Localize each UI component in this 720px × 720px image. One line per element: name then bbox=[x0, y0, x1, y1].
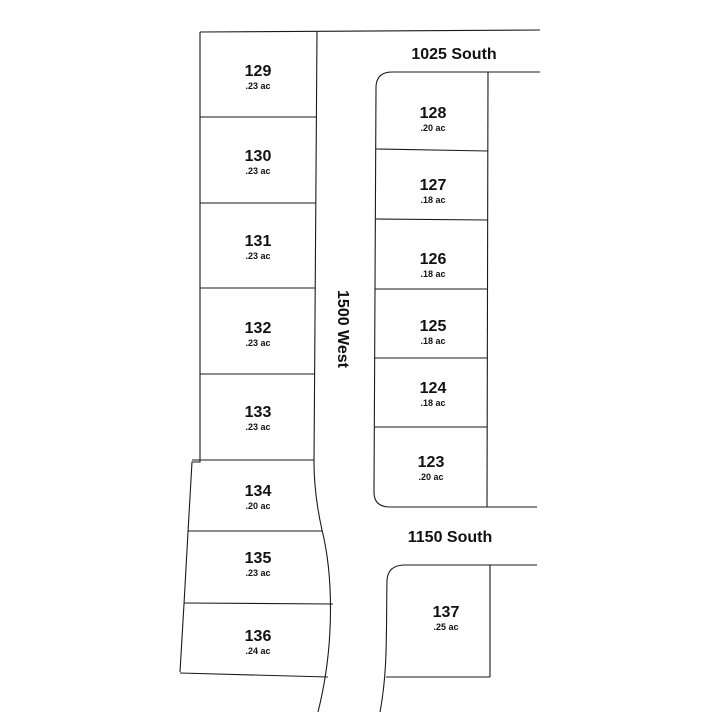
lot-131[interactable]: 131 .23 ac bbox=[245, 233, 272, 261]
lot-128[interactable]: 128 .20 ac bbox=[420, 105, 447, 133]
lot-number: 136 bbox=[245, 628, 272, 645]
lot-132[interactable]: 132 .23 ac bbox=[245, 320, 272, 348]
street-label-1150-south: 1150 South bbox=[408, 529, 492, 546]
lot-area: .23 ac bbox=[245, 81, 270, 91]
lot-number: 127 bbox=[420, 177, 447, 194]
lot-area: .23 ac bbox=[245, 251, 270, 261]
lot-number: 125 bbox=[420, 318, 447, 335]
lot-124[interactable]: 124 .18 ac bbox=[420, 380, 447, 408]
lot-number: 135 bbox=[245, 550, 272, 567]
lot-area: .18 ac bbox=[420, 269, 445, 279]
lot-130[interactable]: 130 .23 ac bbox=[245, 148, 272, 176]
lot-125[interactable]: 125 .18 ac bbox=[420, 318, 447, 346]
lot-134[interactable]: 134 .20 ac bbox=[245, 483, 272, 511]
street-label-1025-south: 1025 South bbox=[411, 46, 496, 63]
lot-number: 131 bbox=[245, 233, 272, 250]
east-block-boundary bbox=[373, 71, 540, 508]
lot-number: 126 bbox=[420, 251, 447, 268]
lot-number: 124 bbox=[420, 380, 447, 397]
lot-number: 130 bbox=[245, 148, 272, 165]
lot-127[interactable]: 127 .18 ac bbox=[420, 177, 447, 205]
west-block-boundary bbox=[179, 29, 541, 713]
lot-area: .23 ac bbox=[245, 568, 270, 578]
lot-number: 134 bbox=[245, 483, 272, 500]
lot-123[interactable]: 123 .20 ac bbox=[418, 454, 445, 482]
lot-area: .20 ac bbox=[418, 472, 443, 482]
lot-number: 128 bbox=[420, 105, 447, 122]
lot-number: 129 bbox=[245, 63, 272, 80]
lot-area: .18 ac bbox=[420, 195, 445, 205]
lot-area: .23 ac bbox=[245, 422, 270, 432]
lot-number: 123 bbox=[418, 454, 445, 471]
lot-area: .25 ac bbox=[433, 622, 458, 632]
lot-135[interactable]: 135 .23 ac bbox=[245, 550, 272, 578]
lot-number: 137 bbox=[433, 604, 460, 621]
lot-136[interactable]: 136 .24 ac bbox=[245, 628, 272, 656]
lot-area: .20 ac bbox=[420, 123, 445, 133]
lot-area: .18 ac bbox=[420, 336, 445, 346]
lot-area: .23 ac bbox=[245, 166, 270, 176]
lot-area: .23 ac bbox=[245, 338, 270, 348]
lot-area: .20 ac bbox=[245, 501, 270, 511]
lot-137[interactable]: 137 .25 ac bbox=[433, 604, 460, 632]
lot-number: 132 bbox=[245, 320, 272, 337]
lot-126[interactable]: 126 .18 ac bbox=[420, 251, 447, 279]
lot-129[interactable]: 129 .23 ac bbox=[245, 63, 272, 91]
lot-area: .24 ac bbox=[245, 646, 270, 656]
street-label-1500-west: 1500 West bbox=[334, 290, 351, 369]
lot-number: 133 bbox=[245, 404, 272, 421]
southeast-block-boundary bbox=[379, 564, 537, 713]
lot-133[interactable]: 133 .23 ac bbox=[245, 404, 272, 432]
lot-area: .18 ac bbox=[420, 398, 445, 408]
